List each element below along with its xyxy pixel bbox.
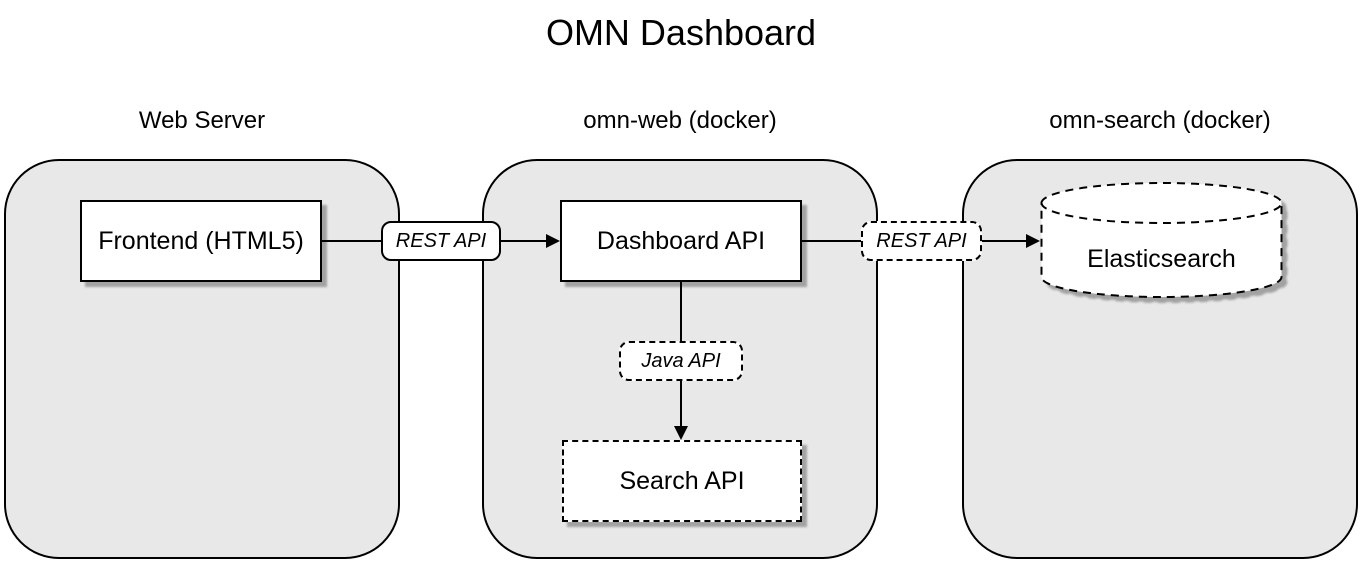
node-search-api-label: Search API [619,466,745,495]
node-frontend: Frontend (HTML5) [80,200,322,282]
edge-label-java-api: Java API [619,341,743,381]
elasticsearch-cylinder [1040,182,1283,298]
edge-label-rest-api-1: REST API [381,221,501,261]
node-frontend-label: Frontend (HTML5) [98,226,304,255]
diagram-title: OMN Dashboard [545,12,817,53]
arrowhead-into-elasticsearch [1026,234,1040,248]
container-label-omn-search: omn-search (docker) [1049,107,1271,134]
node-dashboard-api-label: Dashboard API [596,226,766,255]
container-label-web-server: Web Server [138,107,266,134]
edge-label-java-api-text: Java API [641,349,721,372]
edge-label-rest-api-2: REST API [861,221,982,261]
cylinder-body [1040,182,1283,298]
node-dashboard-api: Dashboard API [560,200,802,282]
container-label-omn-web: omn-web (docker) [583,107,777,134]
cylinder-front-rim [1040,202,1283,224]
edge-label-rest-api-1-text: REST API [395,229,487,252]
node-elasticsearch-label: Elasticsearch [1087,245,1236,273]
edge-label-rest-api-2-text: REST API [876,229,967,252]
node-search-api: Search API [562,440,802,522]
arrowhead-into-dashboard [546,234,560,248]
arrowhead-into-search-api [674,426,688,440]
